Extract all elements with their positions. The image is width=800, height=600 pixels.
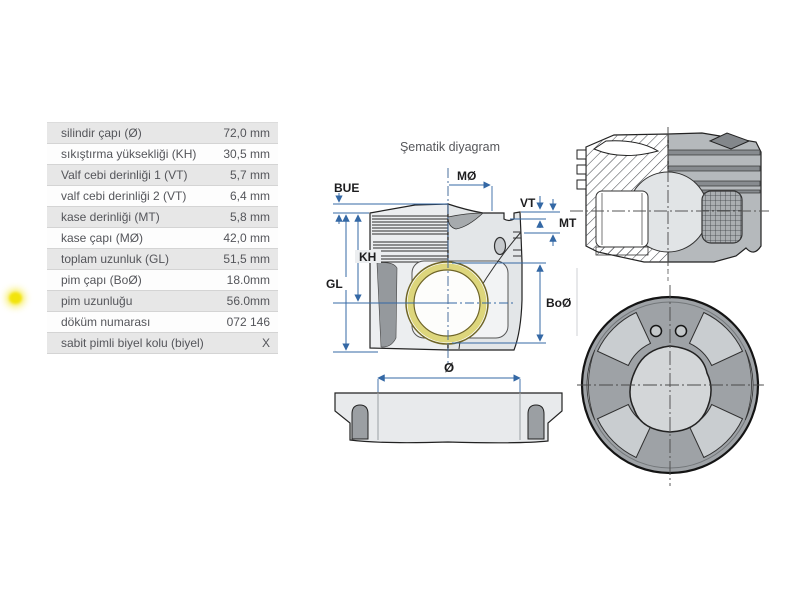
spec-label: sıkıştırma yüksekliği (KH)	[61, 147, 197, 161]
spec-value: 72,0 mm	[223, 126, 270, 140]
spec-label: toplam uzunluk (GL)	[61, 252, 170, 266]
combustion-bowl-lip	[447, 212, 485, 230]
crown-recess	[592, 140, 660, 157]
spec-value: 6,4 mm	[229, 189, 270, 203]
spec-label: pim uzunluğu	[61, 294, 133, 308]
spec-label: Valf cebi derinliği 1 (VT)	[61, 168, 188, 182]
table-row: sabit pimli biyel kolu (biyel) X	[47, 333, 278, 354]
spec-value: 5,7 mm	[229, 168, 270, 182]
combustion-bowl	[629, 345, 712, 433]
spec-value: 072 146	[226, 315, 270, 329]
table-row: pim çapı (BoØ) 18.0mm	[47, 270, 278, 291]
piston-cross-section	[369, 203, 523, 351]
dim-label-vt: VT	[520, 196, 536, 210]
dim-label-mt: MT	[559, 216, 577, 230]
table-row: kase derinliği (MT) 5,8 mm	[47, 207, 278, 228]
table-row: pim uzunluğu 56.0mm	[47, 291, 278, 312]
spec-value: X	[261, 336, 270, 350]
crown-hole-left	[649, 324, 663, 338]
dim-label-bue: BUE	[334, 181, 359, 195]
spec-label: sabit pimli biyel kolu (biyel)	[61, 336, 204, 350]
dimension-labels: BUE MØ VT MT KH GL BoØ Ø	[324, 169, 577, 375]
crown-top-view	[577, 285, 764, 486]
skirt-bottom-view	[334, 392, 563, 444]
spec-label: silindir çapı (Ø)	[61, 126, 142, 140]
diagram-title: Şematik diyagram	[400, 140, 500, 154]
dim-label-gl: GL	[326, 277, 343, 291]
section-view	[570, 127, 769, 283]
table-row: silindir çapı (Ø) 72,0 mm	[47, 123, 278, 144]
spec-value: 42,0 mm	[223, 231, 270, 245]
spec-value: 18.0mm	[226, 273, 270, 287]
spec-label: pim çapı (BoØ)	[61, 273, 142, 287]
table-row: döküm numarası 072 146	[47, 312, 278, 333]
highlight-dot	[9, 292, 22, 304]
table-row: valf cebi derinliği 2 (VT) 6,4 mm	[47, 186, 278, 207]
table-row: Valf cebi derinliği 1 (VT) 5,7 mm	[47, 165, 278, 186]
spec-table: silindir çapı (Ø) 72,0 mm sıkıştırma yüks…	[47, 122, 278, 354]
side-reliefs	[586, 349, 754, 421]
spec-value: 30,5 mm	[223, 147, 270, 161]
spec-value: 51,5 mm	[223, 252, 270, 266]
table-row: kase çapı (MØ) 42,0 mm	[47, 228, 278, 249]
valve-pocket-wedge	[708, 132, 751, 150]
dim-label-dia: Ø	[444, 360, 454, 375]
spec-value: 56.0mm	[226, 294, 270, 308]
skirt-wall	[376, 262, 398, 348]
pin-boss-left	[351, 404, 369, 440]
crown-hole-right	[674, 324, 688, 338]
oil-hole	[493, 236, 507, 256]
spec-label: valf cebi derinliği 2 (VT)	[61, 189, 187, 203]
spec-label: döküm numarası	[61, 315, 151, 329]
table-row: toplam uzunluk (GL) 51,5 mm	[47, 249, 278, 270]
dim-label-bo: BoØ	[546, 296, 571, 310]
spec-label: kase derinliği (MT)	[61, 210, 160, 224]
dim-label-mo: MØ	[457, 169, 476, 183]
table-row: sıkıştırma yüksekliği (KH) 30,5 mm	[47, 144, 278, 165]
pin-boss-right	[527, 404, 545, 440]
spec-value: 5,8 mm	[229, 210, 270, 224]
spec-label: kase çapı (MØ)	[61, 231, 144, 245]
ring-grooves	[372, 215, 448, 263]
dim-label-kh: KH	[359, 250, 376, 264]
crosshatch-boss	[702, 191, 742, 243]
